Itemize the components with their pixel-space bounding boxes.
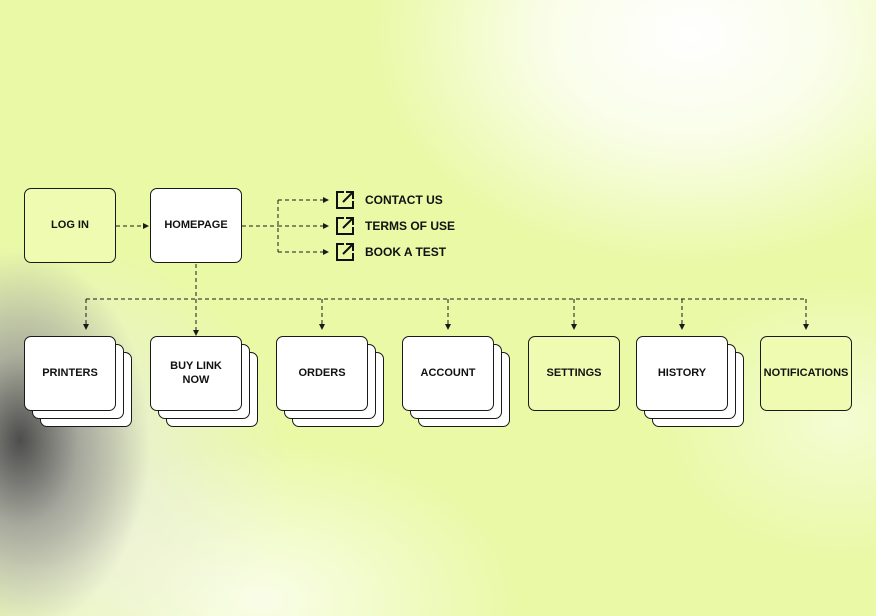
- contact-us-label: CONTACT US: [365, 193, 443, 207]
- book-a-test-label: BOOK A TEST: [365, 245, 447, 259]
- book-a-test-link[interactable]: BOOK A TEST: [335, 242, 446, 262]
- buy-link-now-node[interactable]: BUY LINK NOW: [150, 336, 258, 427]
- history-node[interactable]: HISTORY: [636, 336, 744, 427]
- notifications-node[interactable]: NOTIFICATIONS: [760, 336, 852, 411]
- homepage-label: HOMEPAGE: [164, 218, 228, 231]
- settings-node[interactable]: SETTINGS: [528, 336, 620, 411]
- buy-link-now-label: BUY LINK NOW: [170, 359, 222, 386]
- orders-node[interactable]: ORDERS: [276, 336, 384, 427]
- history-label: HISTORY: [657, 366, 707, 379]
- notifications-label: NOTIFICATIONS: [763, 366, 849, 379]
- printers-node[interactable]: PRINTERS: [24, 336, 132, 427]
- external-link-icon: [336, 243, 354, 261]
- settings-label: SETTINGS: [546, 366, 602, 379]
- login-node[interactable]: LOG IN: [24, 188, 116, 263]
- external-link-icon: [336, 217, 354, 235]
- homepage-node[interactable]: HOMEPAGE: [150, 188, 242, 263]
- orders-label: ORDERS: [298, 366, 346, 379]
- contact-us-link[interactable]: CONTACT US: [335, 190, 443, 210]
- external-link-icon: [336, 191, 354, 209]
- terms-of-use-link[interactable]: TERMS OF USE: [335, 216, 455, 236]
- account-label: ACCOUNT: [420, 366, 476, 379]
- login-label: LOG IN: [51, 218, 89, 231]
- terms-of-use-label: TERMS OF USE: [365, 219, 456, 233]
- account-node[interactable]: ACCOUNT: [402, 336, 510, 427]
- printers-label: PRINTERS: [42, 366, 98, 379]
